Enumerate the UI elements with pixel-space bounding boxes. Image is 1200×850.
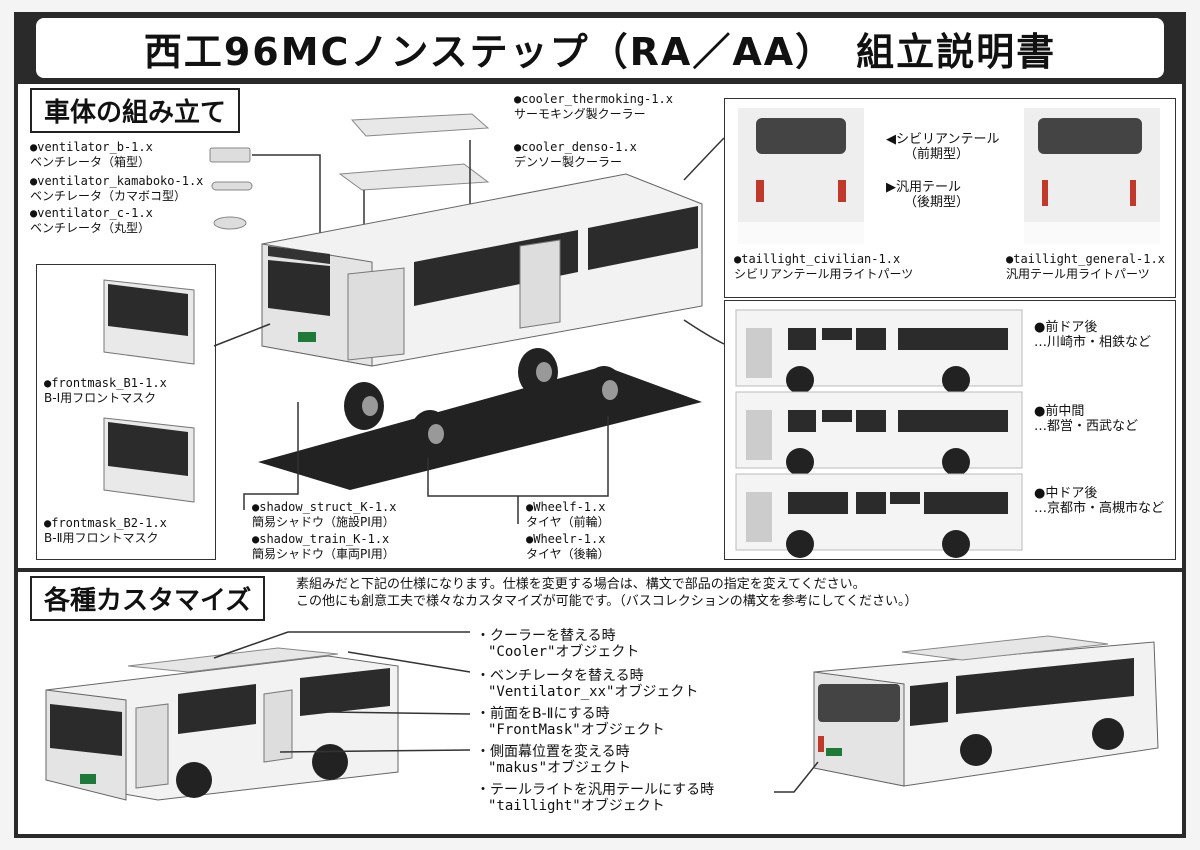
custom-item-cooler: ・クーラーを替える時 "Cooler"オブジェクト	[476, 628, 640, 660]
custom-item-makus: ・側面幕位置を変える時 "makus"オブジェクト	[476, 744, 632, 776]
bus-front-view	[45, 647, 399, 801]
custom-item-taillight: ・テールライトを汎用テールにする時 "taillight"オブジェクト	[476, 782, 715, 814]
frontmask-leader	[213, 323, 271, 347]
bus-middle-door	[519, 239, 561, 329]
bus-destination-sign	[268, 246, 330, 264]
wheel-parts	[344, 348, 624, 458]
frontmask-b1-label: ●frontmask_B1-1.x B-Ⅰ用フロントマスク	[44, 376, 167, 405]
vent-kamaboko-part	[211, 181, 253, 191]
frontmask-custom-leader	[327, 711, 471, 715]
assembly-heading: 車体の組み立て	[30, 88, 241, 133]
makus-option-3: ●中ドア後 …京都市・高槻市など	[1034, 486, 1165, 516]
frontmask-b1-part	[103, 279, 195, 365]
shadow-train-label: ●shadow_train_K-1.x 簡易シャドウ（車両PI用）	[252, 532, 395, 561]
frontmask-b2-part	[103, 417, 195, 503]
customize-note: 素組みだと下記の仕様になります。仕様を変更する場合は、構文で部品の指定を変えてく…	[296, 577, 918, 609]
shadow-leader	[243, 402, 299, 510]
bus-windshield	[268, 260, 330, 316]
general-tail-caption: ▶汎用テール （後期型）	[886, 180, 970, 210]
bus-side-windows-2	[588, 206, 698, 270]
makus-image-2	[735, 391, 1023, 476]
wheelr-label: ●Wheelr-1.x タイヤ（後輪）	[526, 532, 610, 561]
cooler-denso-label: ●cooler_denso-1.x デンソー製クーラー	[514, 140, 637, 169]
page-title: 西工96MCノンステップ（RA／AA） 組立説明書	[143, 29, 1057, 74]
frontmask-b2-label: ●frontmask_B2-1.x B-Ⅱ用フロントマスク	[44, 516, 167, 545]
customize-illustration	[45, 631, 1159, 801]
cooler-thermoking-part	[350, 113, 490, 137]
shadow-part	[258, 366, 702, 490]
wheel-leader-1	[427, 458, 516, 497]
makus-leader	[683, 319, 725, 345]
assembly-illustration	[103, 108, 1160, 558]
bus-license-plate	[298, 332, 316, 342]
customize-section: 各種カスタマイズ 素組みだと下記の仕様になります。仕様を変更する場合は、構文で部…	[18, 572, 1182, 834]
title-box: 西工96MCノンステップ（RA／AA） 組立説明書	[36, 18, 1164, 78]
bus-rear-view	[813, 635, 1159, 787]
wheel-leader-2	[516, 416, 609, 497]
assembly-section: 車体の組み立て ●ventilator_b-1.x ベンチレータ（箱型） ●ve…	[18, 84, 1182, 568]
shadow-struct-label: ●shadow_struct_K-1.x 簡易シャドウ（施設PI用）	[252, 500, 397, 529]
cooler-custom-leader	[213, 631, 289, 659]
vent-custom-leader	[347, 651, 471, 673]
taillight-general-image	[1024, 108, 1160, 244]
taillight-civilian-image	[738, 108, 864, 244]
makus-image-3	[735, 473, 1023, 558]
bus-front-door	[347, 267, 405, 361]
custom-item-frontmask: ・前面をB-Ⅱにする時 "FrontMask"オブジェクト	[476, 706, 665, 738]
vent-b-part	[209, 147, 251, 163]
custom-item-ventilator: ・ベンチレータを替える時 "Ventilator_xx"オブジェクト	[476, 668, 699, 700]
cooler-thermo-label: ●cooler_thermoking-1.x サーモキング製クーラー	[514, 92, 673, 121]
wheelf-label: ●Wheelf-1.x タイヤ（前輪）	[526, 500, 610, 529]
vent-leader-line	[252, 154, 321, 238]
vent-b-label: ●ventilator_b-1.x ベンチレータ（箱型）	[30, 140, 153, 169]
makus-custom-leader	[279, 749, 471, 753]
taillight-leader	[683, 137, 725, 181]
cooler-denso-part	[338, 163, 490, 191]
taillight-general-label: ●taillight_general-1.x 汎用テール用ライトパーツ	[1006, 252, 1165, 281]
civilian-tail-caption: ◀シビリアンテール （前期型）	[886, 132, 1000, 162]
customize-heading: 各種カスタマイズ	[30, 576, 266, 621]
makus-option-1: ●前ドア後 …川崎市・相鉄など	[1034, 320, 1152, 350]
makus-image-1	[735, 309, 1023, 394]
vent-kamaboko-label: ●ventilator_kamaboko-1.x ベンチレータ（カマボコ型）	[30, 174, 204, 203]
makus-option-2: ●前中間 …都営・西武など	[1034, 404, 1139, 434]
taillight-custom-leader	[774, 761, 819, 793]
taillight-civilian-label: ●taillight_civilian-1.x シビリアンテール用ライトパーツ	[734, 252, 914, 281]
vent-c-part	[213, 216, 247, 230]
vent-c-label: ●ventilator_c-1.x ベンチレータ（丸型）	[30, 206, 153, 235]
